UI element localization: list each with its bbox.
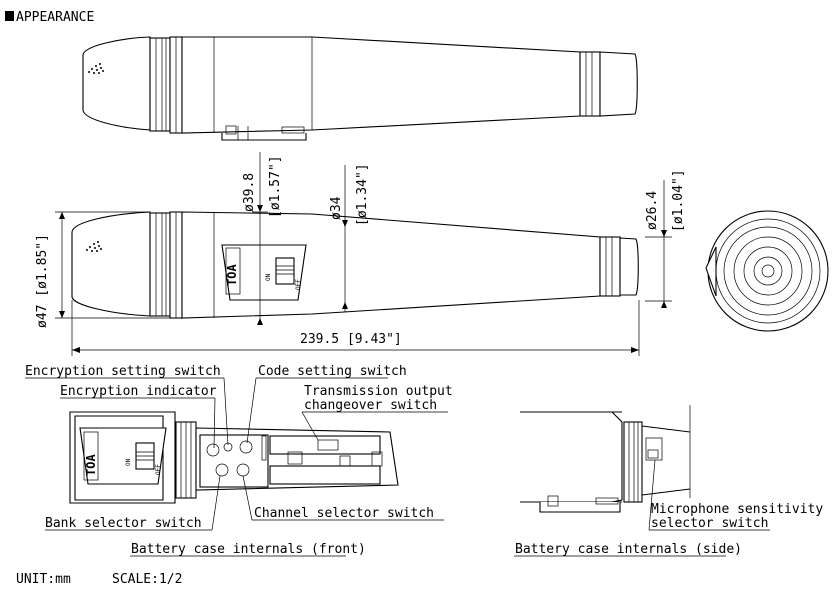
caption-front: Battery case internals (front) <box>131 542 366 557</box>
dim-47: ø47 [ø1.85"] <box>35 234 50 328</box>
grille-mesh-icon <box>88 63 104 74</box>
dimension-lines <box>55 152 672 356</box>
callout-encryption-setting-switch: Encryption setting switch <box>25 364 221 379</box>
callout-leaders <box>25 377 770 557</box>
dim-34-mm: ø34 <box>329 196 344 220</box>
mic-top-view <box>82 36 638 141</box>
callout-mic-sensitivity-1: Microphone sensitivity <box>651 502 823 517</box>
battery-case-front: TOA ON OFF <box>69 411 399 504</box>
mic-front-view: TOA ON OFF <box>71 211 639 319</box>
dim-26-4-inch: [ø1.04"] <box>671 169 686 232</box>
callout-bank-selector-switch: Bank selector switch <box>45 516 202 531</box>
mic-end-view <box>705 210 829 332</box>
case-switch-off: OFF <box>155 464 162 475</box>
callout-transmission-output-2: changeover switch <box>304 398 437 413</box>
case-switch-on: ON <box>125 458 132 466</box>
dim-39-8-mm: ø39.8 <box>242 173 257 212</box>
dim-34-inch: [ø1.34"] <box>355 163 370 226</box>
toa-logo-case: TOA <box>84 454 98 476</box>
switch-off-label: OFF <box>295 279 302 290</box>
caption-side: Battery case internals (side) <box>515 542 742 557</box>
toa-logo: TOA <box>225 264 239 286</box>
battery-case-side <box>520 405 691 513</box>
heading-title: APPEARANCE <box>16 10 94 25</box>
callout-transmission-output-1: Transmission output <box>304 384 453 399</box>
heading-square-icon <box>5 11 14 21</box>
dim-length: 239.5 [9.43"] <box>300 332 402 347</box>
scale-label: SCALE:1/2 <box>112 572 182 587</box>
callout-mic-sensitivity-2: selector switch <box>651 516 768 531</box>
unit-label: UNIT:mm <box>16 572 71 587</box>
callout-code-setting-switch: Code setting switch <box>258 364 407 379</box>
grille-mesh-icon <box>86 241 102 252</box>
dim-39-8-inch: [ø1.57"] <box>268 155 283 218</box>
callout-encryption-indicator: Encryption indicator <box>60 384 217 399</box>
callout-channel-selector-switch: Channel selector switch <box>254 506 434 521</box>
switch-on-label: ON <box>265 273 272 281</box>
dim-26-4-mm: ø26.4 <box>645 191 660 230</box>
